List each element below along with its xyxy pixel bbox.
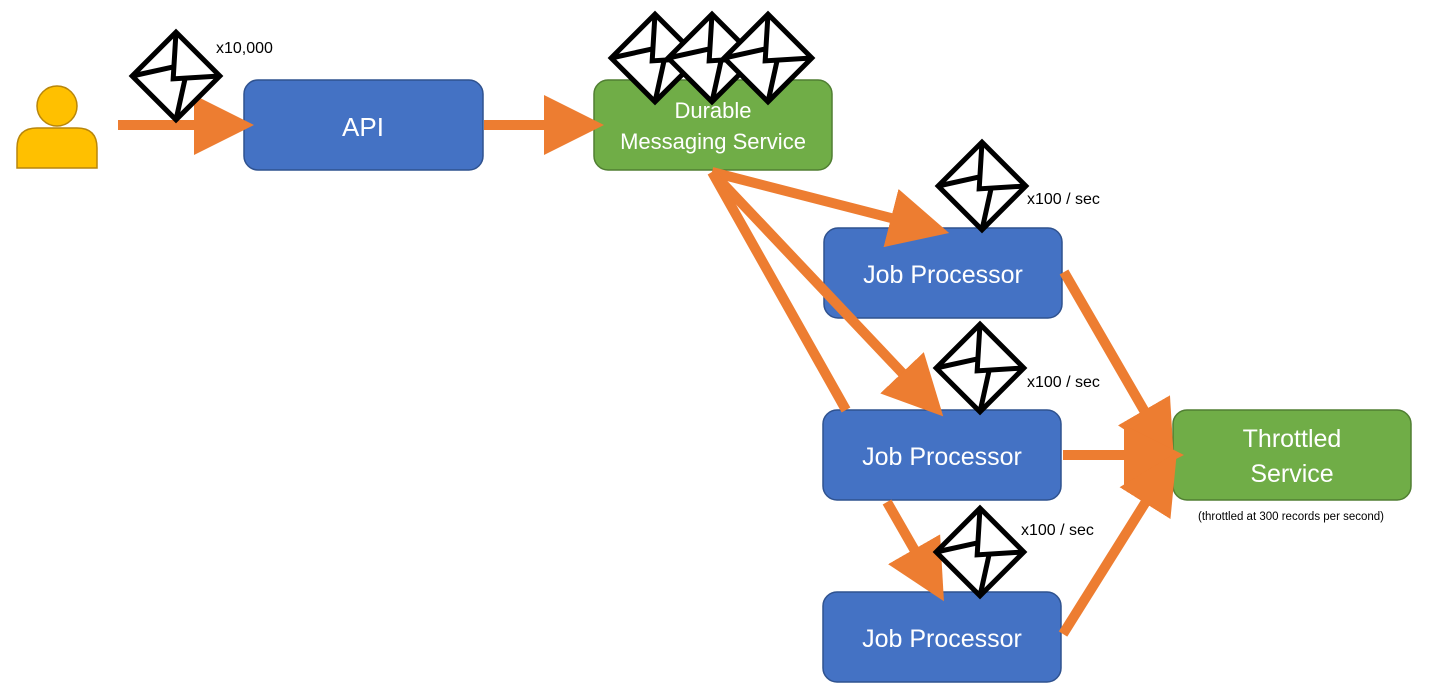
throttled-label-line2: Service <box>1250 460 1333 488</box>
api-box: API <box>243 79 484 171</box>
job-processor-label-3: Job Processor <box>862 625 1022 653</box>
rate-label-1: x100 / sec <box>1027 191 1100 208</box>
rate-label-3: x100 / sec <box>1021 522 1094 539</box>
rate-label-2: x100 / sec <box>1027 374 1100 391</box>
arrow-durable-to-job2 <box>708 168 944 417</box>
arrow-job1-to-throttled <box>1059 269 1175 463</box>
incoming-count-label: x10,000 <box>216 40 273 57</box>
job-processor-box-2: Job Processor <box>822 409 1062 501</box>
throttled-service-box: Throttled Service <box>1172 409 1412 501</box>
envelope-icon <box>936 508 1024 596</box>
job-processor-label-1: Job Processor <box>863 261 1023 289</box>
envelope-icon <box>936 324 1024 412</box>
envelope-icon <box>938 142 1026 230</box>
api-label: API <box>342 112 384 142</box>
job-processor-label-2: Job Processor <box>862 443 1022 471</box>
user-icon <box>16 85 98 169</box>
arrow-job2-to-job3 <box>882 499 944 602</box>
throttled-label-line1: Throttled <box>1243 425 1342 453</box>
arrow-durable-to-job1 <box>710 167 950 248</box>
job-processor-box-3: Job Processor <box>822 591 1062 683</box>
durable-label-line2: Messaging Service <box>620 129 806 154</box>
envelope-icon <box>132 32 220 120</box>
throttle-note: (throttled at 300 records per second) <box>1198 511 1384 523</box>
arrow-durable-to-job3 <box>707 169 851 413</box>
arrow-job3-to-throttled <box>1058 452 1177 637</box>
job-processor-box-1: Job Processor <box>823 227 1063 319</box>
arrows <box>118 95 1184 637</box>
